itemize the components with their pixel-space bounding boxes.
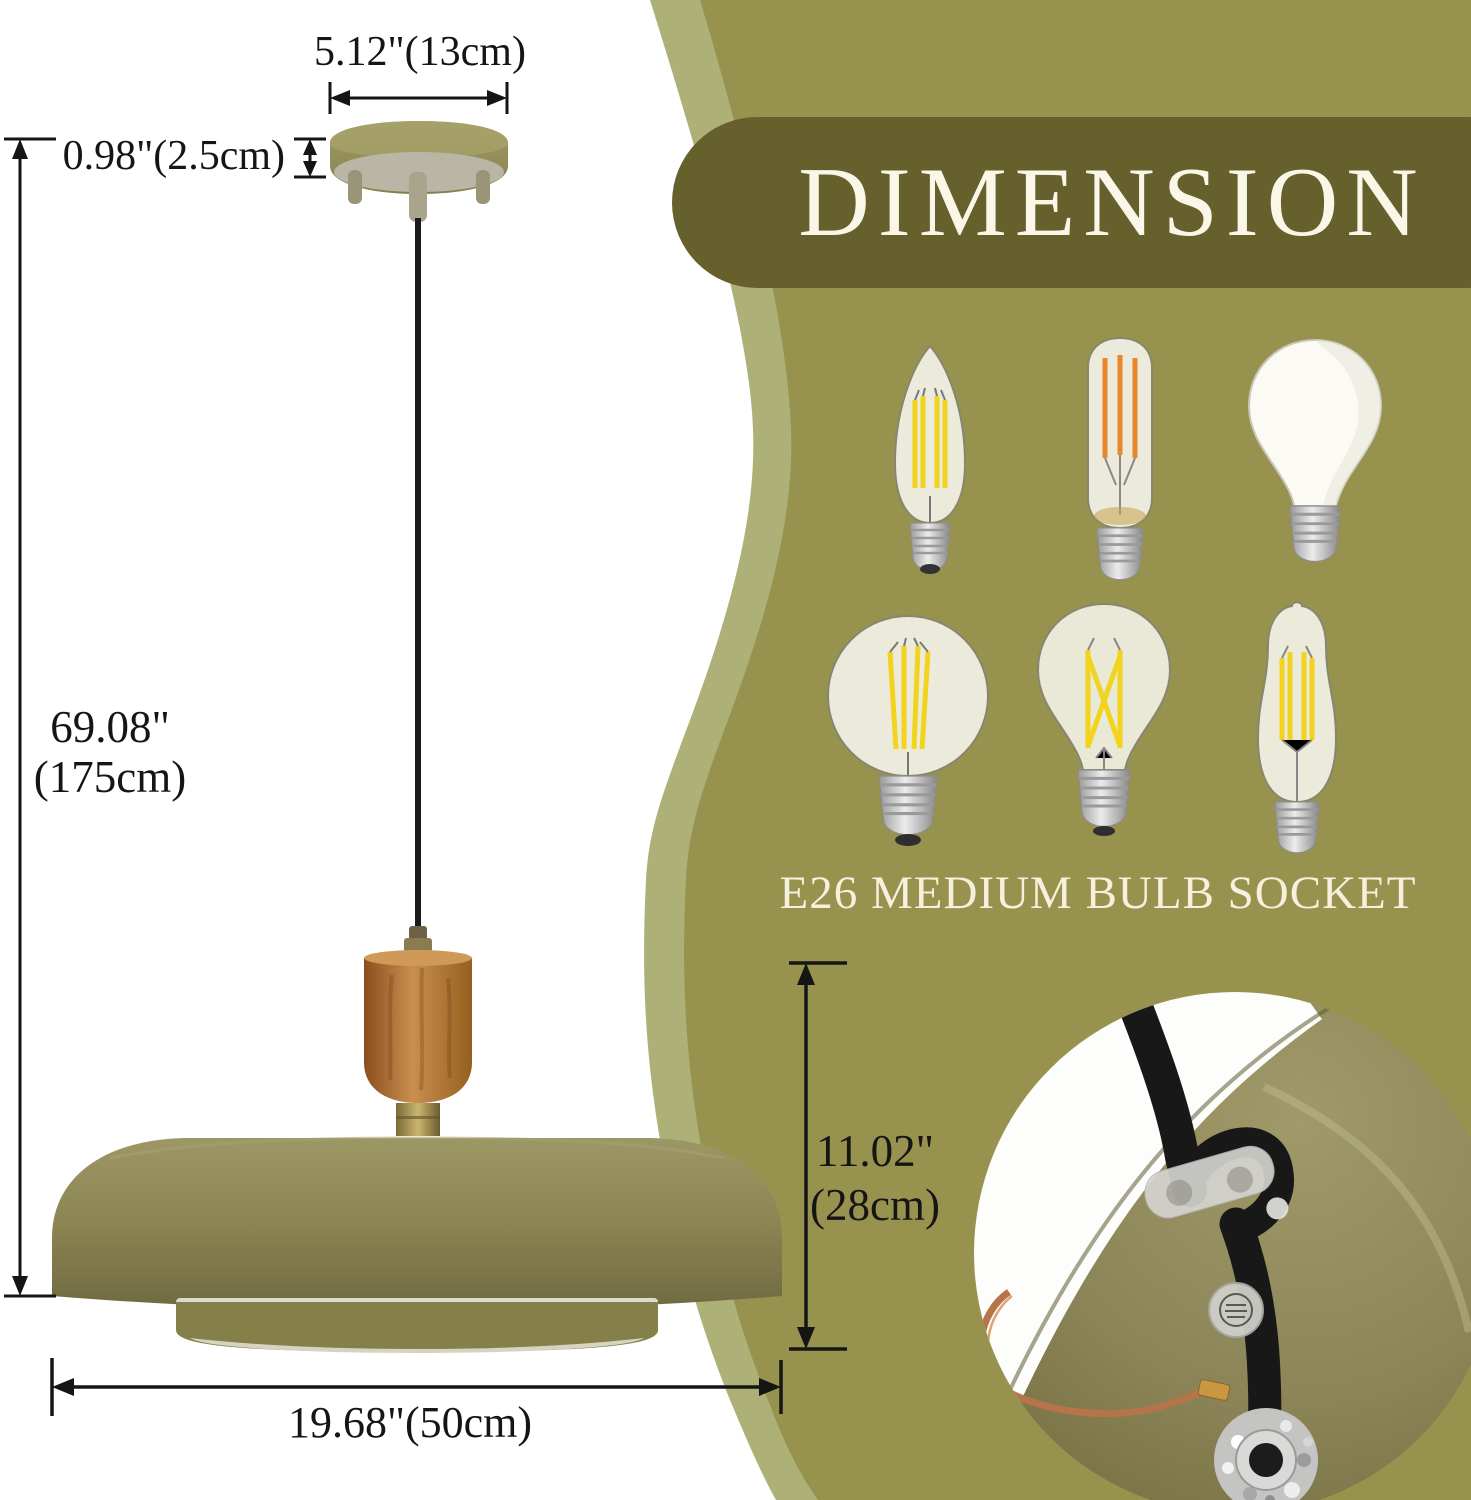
canopy-width-label: 5.12"(13cm): [314, 29, 526, 75]
ceiling-canopy: [330, 121, 508, 222]
canopy-height-label: 0.98"(2.5cm): [62, 133, 285, 179]
inset-cord-loop: [1173, 1127, 1294, 1243]
pendant-cord: [415, 218, 421, 934]
total-height-arrow: [4, 137, 56, 1298]
wood-socket-holder: [364, 950, 472, 1103]
frosted-a19-bulb-icon: [1247, 338, 1383, 564]
inset-certification-sticker: [1208, 1282, 1264, 1338]
total-height-label-in: 69.08": [50, 702, 170, 752]
inset-cord-clip: [1144, 1145, 1289, 1220]
inset-wire-crimp: [1197, 1379, 1231, 1401]
edison-st64-filament-bulb-icon: [1256, 601, 1338, 855]
inset-locknut: [1214, 1408, 1318, 1500]
a19-filament-bulb-icon: [1036, 602, 1172, 836]
canopy-height-arrow: [294, 137, 326, 179]
canopy-width-arrow: [328, 82, 509, 114]
brass-connector: [396, 1103, 440, 1136]
socket-type-label: E26 MEDIUM BULB SOCKET: [779, 867, 1417, 919]
total-height-label-cm: (175cm): [33, 752, 187, 802]
globe-filament-bulb-icon: [827, 615, 989, 846]
page-title: DIMENSION: [798, 148, 1426, 257]
shade-height-arrow: [789, 961, 847, 1351]
shade-width-arrow: [50, 1358, 783, 1416]
lamp-shade: [52, 1136, 782, 1353]
tubular-filament-bulb-icon: [1087, 336, 1153, 582]
shade-height-label-cm: (28cm): [810, 1180, 940, 1230]
candelabra-filament-bulb-icon: [893, 344, 967, 574]
shade-width-label: 19.68"(50cm): [287, 1398, 533, 1447]
shade-height-label-in: 11.02": [816, 1126, 934, 1176]
dimension-title-banner: DIMENSION: [672, 117, 1471, 288]
